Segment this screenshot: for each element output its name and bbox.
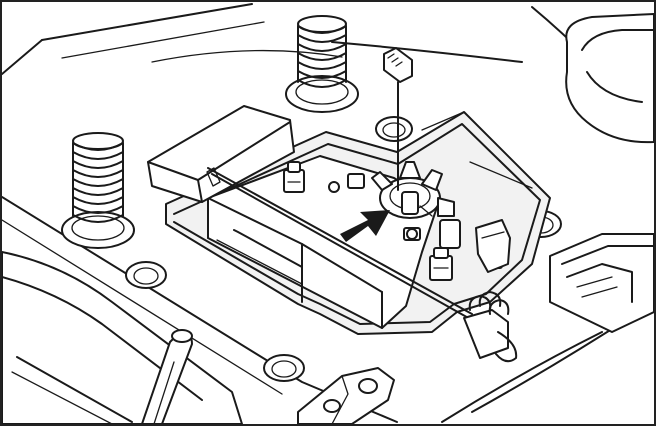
left-compression-spring [61, 132, 135, 249]
top-right-bracket [565, 13, 654, 144]
right-latch [549, 233, 654, 333]
left-foam-block [147, 105, 295, 203]
center-compression-spring [285, 15, 359, 113]
spark-plug-connector [371, 161, 461, 249]
wire-spring-clip [207, 167, 518, 363]
tray-side-connector [475, 219, 511, 273]
upright-post [141, 329, 193, 424]
bottom-bracket [297, 367, 395, 424]
fuse-plug [383, 47, 413, 191]
left-base-frame [2, 251, 243, 424]
pointer-arrow [340, 210, 390, 242]
